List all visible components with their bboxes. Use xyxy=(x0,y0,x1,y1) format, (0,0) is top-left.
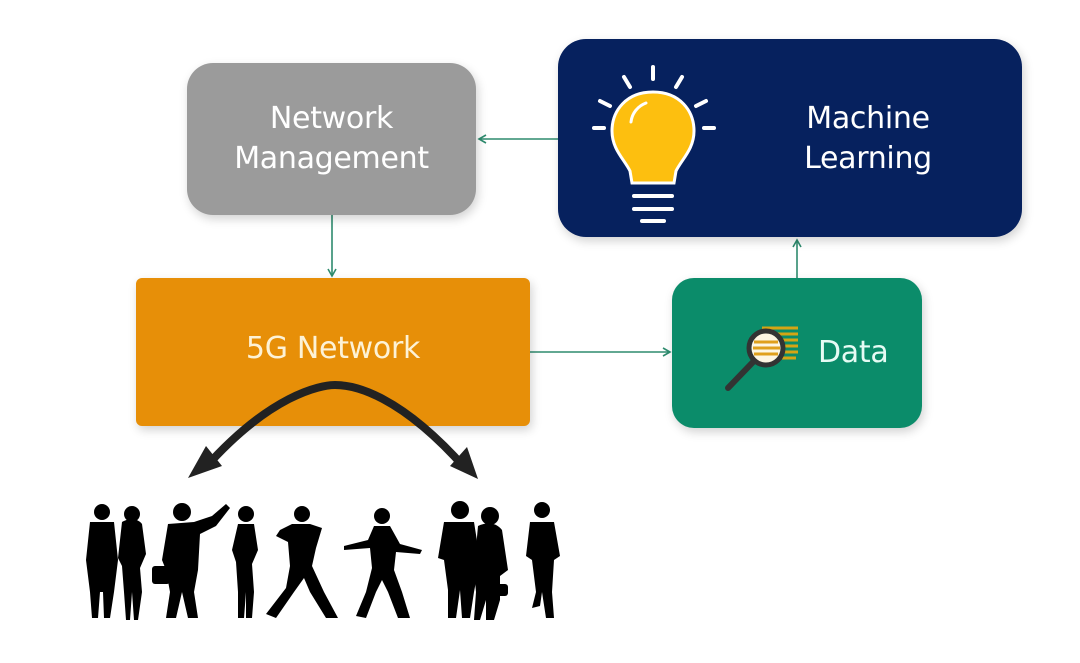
arrowhead-left-icon xyxy=(188,446,222,478)
person-silhouette xyxy=(474,507,508,620)
person-silhouette xyxy=(86,504,118,618)
person-silhouette xyxy=(266,506,338,618)
people-silhouettes-icon xyxy=(86,501,560,620)
lightbulb-icon xyxy=(592,65,716,223)
5g-network-label: 5G Network xyxy=(245,331,421,366)
data-node: Data xyxy=(672,278,922,428)
label-line-2: Management xyxy=(234,141,429,176)
network-management-label: Network Management xyxy=(234,99,429,179)
person-silhouette xyxy=(438,501,480,618)
person-silhouette xyxy=(232,506,258,618)
arrowhead-right-icon xyxy=(450,447,478,479)
person-silhouette xyxy=(152,503,230,618)
label-line-2: Learning xyxy=(804,141,932,176)
machine-learning-label: Machine Learning xyxy=(778,99,958,179)
data-label: Data xyxy=(818,335,889,370)
label-line-1: Machine xyxy=(806,101,930,136)
label-line-1: Network xyxy=(269,101,394,136)
machine-learning-node: Machine Learning xyxy=(558,39,1022,237)
person-silhouette xyxy=(118,506,146,620)
5g-network-node: 5G Network xyxy=(136,278,530,426)
person-silhouette xyxy=(344,508,422,618)
magnifier-document-icon xyxy=(725,326,798,391)
person-silhouette xyxy=(526,502,560,618)
network-management-node: Network Management xyxy=(187,63,476,215)
